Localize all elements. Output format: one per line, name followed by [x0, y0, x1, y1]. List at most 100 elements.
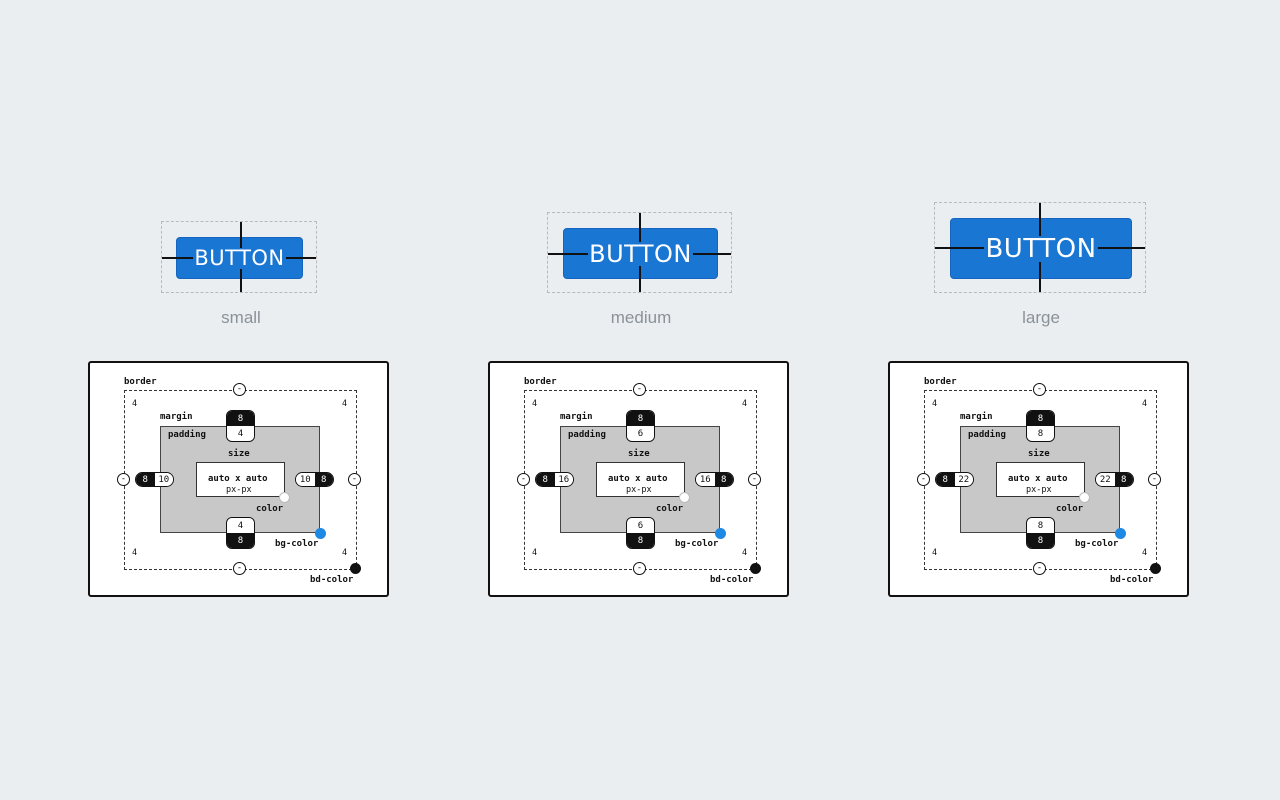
content-box [196, 462, 285, 497]
size-unit: px-px [626, 485, 652, 495]
button-sample[interactable]: BUTTON [176, 237, 303, 279]
padding-label: padding [968, 430, 1006, 440]
button-preview-box: BUTTON [161, 221, 317, 293]
spacing-right: 10 8 [295, 472, 334, 487]
text-color-dot[interactable] [1079, 492, 1090, 503]
button-sample[interactable]: BUTTON [950, 218, 1132, 279]
bd-color-label: bd-color [310, 575, 354, 585]
variant-large: BUTTON large border 4 4 4 4 - - - - marg… [881, 0, 1201, 800]
size-caption: small [221, 308, 261, 327]
button-label: BUTTON [984, 233, 1098, 264]
margin-bottom-value[interactable]: 8 [1027, 533, 1054, 548]
spacing-left: 8 10 [135, 472, 174, 487]
padding-bottom-value[interactable]: 6 [627, 518, 654, 533]
spacing-bottom: 4 8 [226, 517, 255, 549]
margin-top-value[interactable]: 8 [227, 411, 254, 426]
spacing-top: 8 6 [626, 410, 655, 442]
bd-color-dot[interactable] [750, 563, 761, 574]
variant-small: BUTTON small border 4 4 4 4 - - - - marg… [81, 0, 401, 800]
margin-right-value[interactable]: 8 [1114, 473, 1133, 486]
text-color-dot[interactable] [279, 492, 290, 503]
border-title: border [924, 377, 957, 387]
margin-bottom-value[interactable]: 8 [627, 533, 654, 548]
variant-medium: BUTTON medium border 4 4 4 4 - - - - mar… [481, 0, 801, 800]
padding-bottom-value[interactable]: 8 [1027, 518, 1054, 533]
spacing-right: 16 8 [695, 472, 734, 487]
size-caption: medium [610, 308, 672, 327]
border-width-tr: 4 [1142, 399, 1148, 409]
border-toggle-top[interactable]: - [233, 383, 246, 396]
border-title: border [124, 377, 157, 387]
border-width-tr: 4 [342, 399, 348, 409]
text-color-dot[interactable] [679, 492, 690, 503]
bg-color-label: bg-color [1075, 539, 1119, 549]
border-width-bl: 4 [132, 548, 138, 558]
size-value: auto x auto [1008, 474, 1068, 484]
margin-bottom-value[interactable]: 8 [227, 533, 254, 548]
padding-top-value[interactable]: 6 [627, 426, 654, 441]
bg-color-dot[interactable] [315, 528, 326, 539]
size-caption: large [1022, 308, 1060, 327]
spacing-top: 8 8 [1026, 410, 1055, 442]
padding-label: padding [168, 430, 206, 440]
spacing-top: 8 4 [226, 410, 255, 442]
border-width-bl: 4 [532, 548, 538, 558]
bg-color-label: bg-color [275, 539, 319, 549]
border-toggle-bottom[interactable]: - [633, 562, 646, 575]
margin-right-value[interactable]: 8 [714, 473, 733, 486]
padding-bottom-value[interactable]: 4 [227, 518, 254, 533]
bg-color-label: bg-color [675, 539, 719, 549]
border-toggle-left[interactable]: - [117, 473, 130, 486]
border-toggle-top[interactable]: - [1033, 383, 1046, 396]
border-toggle-bottom[interactable]: - [1033, 562, 1046, 575]
size-value: auto x auto [608, 474, 668, 484]
border-width-br: 4 [342, 548, 348, 558]
spec-panel: border 4 4 4 4 - - - - margin padding si… [888, 361, 1189, 597]
padding-left-value[interactable]: 16 [554, 473, 573, 486]
padding-label: padding [568, 430, 606, 440]
border-width-br: 4 [1142, 548, 1148, 558]
bg-color-dot[interactable] [1115, 528, 1126, 539]
padding-top-value[interactable]: 4 [227, 426, 254, 441]
spec-panel: border 4 4 4 4 - - - - margin padding si… [488, 361, 789, 597]
spacing-bottom: 8 8 [1026, 517, 1055, 549]
button-sample[interactable]: BUTTON [563, 228, 718, 279]
button-label: BUTTON [193, 245, 286, 270]
padding-right-value[interactable]: 16 [696, 473, 715, 486]
border-toggle-left[interactable]: - [917, 473, 930, 486]
border-toggle-right[interactable]: - [348, 473, 361, 486]
margin-top-value[interactable]: 8 [627, 411, 654, 426]
padding-right-value[interactable]: 10 [296, 473, 315, 486]
size-label: size [628, 449, 650, 459]
border-width-br: 4 [742, 548, 748, 558]
size-label: size [228, 449, 250, 459]
border-toggle-right[interactable]: - [748, 473, 761, 486]
button-preview-box: BUTTON [547, 212, 732, 293]
padding-right-value[interactable]: 22 [1096, 473, 1115, 486]
border-width-tl: 4 [532, 399, 538, 409]
margin-label: margin [960, 412, 993, 422]
bd-color-dot[interactable] [1150, 563, 1161, 574]
border-toggle-left[interactable]: - [517, 473, 530, 486]
border-title: border [524, 377, 557, 387]
margin-label: margin [560, 412, 593, 422]
border-width-bl: 4 [932, 548, 938, 558]
border-toggle-top[interactable]: - [633, 383, 646, 396]
content-box [596, 462, 685, 497]
spacing-right: 22 8 [1095, 472, 1134, 487]
margin-left-value[interactable]: 8 [936, 473, 955, 486]
border-toggle-right[interactable]: - [1148, 473, 1161, 486]
margin-right-value[interactable]: 8 [314, 473, 333, 486]
padding-left-value[interactable]: 22 [954, 473, 973, 486]
margin-top-value[interactable]: 8 [1027, 411, 1054, 426]
margin-left-value[interactable]: 8 [136, 473, 155, 486]
padding-top-value[interactable]: 8 [1027, 426, 1054, 441]
border-width-tr: 4 [742, 399, 748, 409]
padding-left-value[interactable]: 10 [154, 473, 173, 486]
button-preview-box: BUTTON [934, 202, 1146, 293]
color-label: color [656, 504, 684, 514]
margin-left-value[interactable]: 8 [536, 473, 555, 486]
bg-color-dot[interactable] [715, 528, 726, 539]
bd-color-dot[interactable] [350, 563, 361, 574]
border-toggle-bottom[interactable]: - [233, 562, 246, 575]
